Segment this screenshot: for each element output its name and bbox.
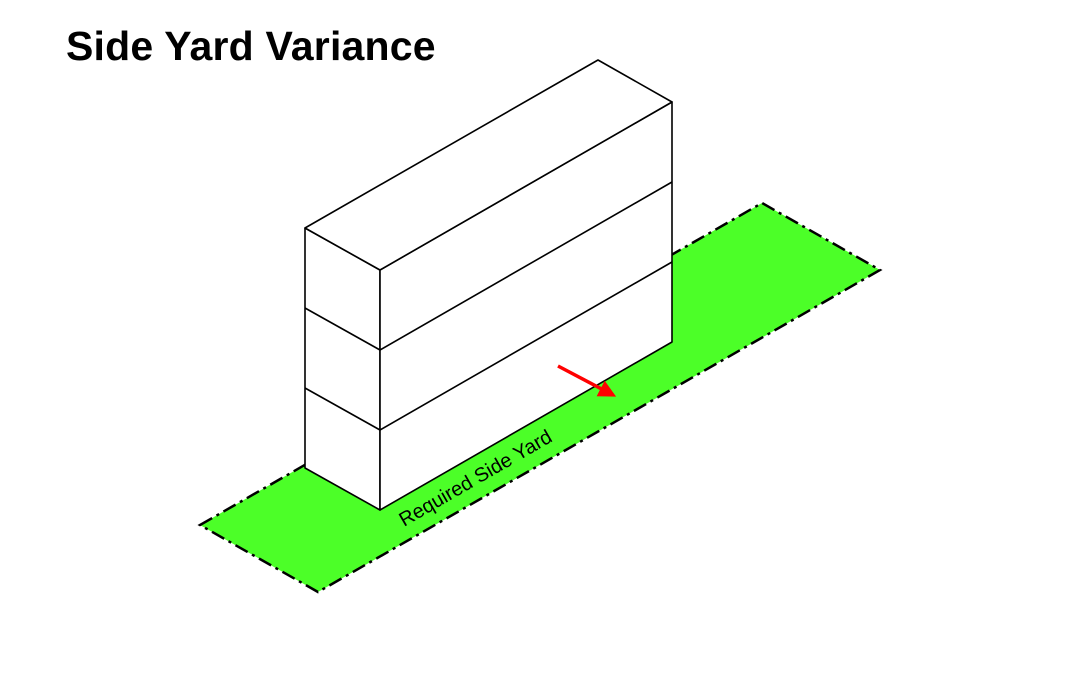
- building-end-face: [304, 227, 381, 511]
- floor-line-upper: [304, 181, 673, 351]
- page-title: Side Yard Variance: [66, 23, 436, 69]
- floor-line-lower: [304, 261, 673, 431]
- building: [304, 59, 673, 511]
- arrow-right-down-icon: [557, 364, 617, 397]
- building-roof: [304, 59, 673, 271]
